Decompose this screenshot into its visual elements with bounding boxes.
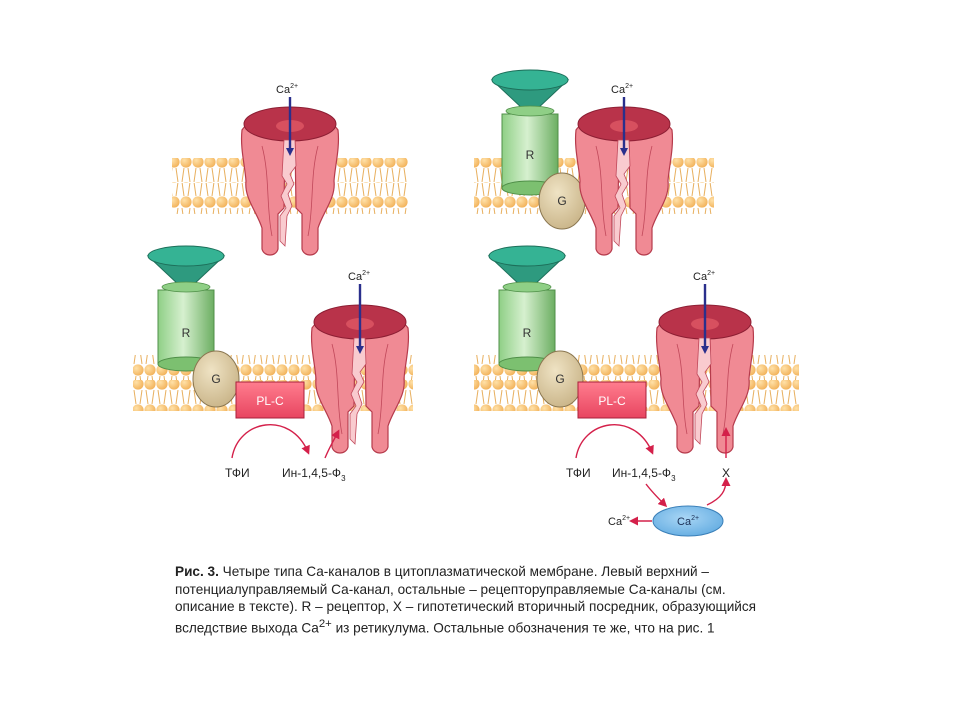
receptor-label: R [182,326,191,340]
figure-caption: Рис. 3. Четыре типа Са-каналов в цитопла… [175,563,785,637]
plc-label: PL-C [598,394,626,408]
panel-plc-second-messenger-channel: R G PL-C Ca2+ Ca2+ Ca2+ ТФИ Ин-1,4,5-Ф3 … [474,245,799,537]
plc-enzyme [577,381,647,419]
caption-text: Четыре типа Са-каналов в цитоплазматичес… [175,564,757,636]
er-ca-store [652,505,724,537]
ca-ion-label: Ca2+ [693,270,715,283]
ca-ion-label: Ca2+ [276,83,298,96]
panel-receptor-g-protein-channel: R G Ca2+ [474,69,714,256]
g-protein-label: G [555,372,564,386]
tfi-to-ip3-arrow [575,424,654,459]
x-label: X [722,466,730,480]
panel-voltage-gated-channel: Ca2+ [172,83,408,256]
tfi-to-ip3-arrow [231,424,310,459]
er-ca-label: Ca2+ [677,515,699,528]
panel-plc-ip3-channel: R G PL-C Ca2+ ТФИ Ин-1,4,5-Ф3 [133,245,413,483]
ip3-label: Ин-1,4,5-Ф3 [612,466,676,483]
g-protein-label: G [557,194,566,208]
ip3-label: Ин-1,4,5-Ф3 [282,466,346,483]
tfi-label: ТФИ [225,466,250,480]
receptor-label: R [523,326,532,340]
caption-sup: 2+ [318,617,332,630]
g-protein-label: G [211,372,220,386]
caption-lead: Рис. 3. [175,564,219,579]
er-to-x-arrow [706,477,731,506]
receptor-label: R [526,148,535,162]
plc-enzyme [235,381,305,419]
ip3-to-channel-arrow [324,429,340,459]
ip3-to-er-arrow [645,483,668,508]
ca-ion-label: Ca2+ [348,270,370,283]
caption-tail: из ретикулума. Остальные обозначения те … [331,620,715,636]
tfi-label: ТФИ [566,466,591,480]
released-ca-label: Ca2+ [608,515,630,528]
plc-label: PL-C [256,394,284,408]
ca-ion-label: Ca2+ [611,83,633,96]
